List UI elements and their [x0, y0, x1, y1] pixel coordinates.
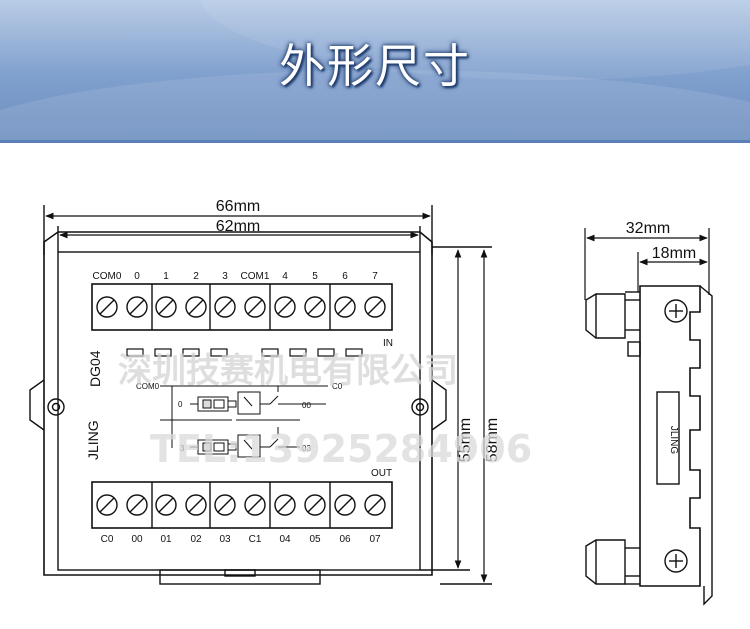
- screw-icon: [244, 296, 266, 318]
- screw-icon: [664, 299, 688, 323]
- watermark-company: 深圳技赛机电有限公司: [118, 351, 458, 391]
- terminal-label: 1: [163, 271, 169, 282]
- led-indicator: [345, 348, 363, 357]
- led-indicators: [126, 348, 363, 357]
- screw-icon: [214, 296, 236, 318]
- dim-outer-width: 66mm: [216, 198, 260, 215]
- schematic-com-label: COM0: [136, 382, 160, 391]
- schematic-out00-label: 00: [302, 401, 311, 410]
- screw-icon: [274, 494, 296, 516]
- side-brand-label: JLING: [668, 426, 679, 455]
- schematic-out03-label: 03: [302, 444, 311, 453]
- schematic-in0-label: 0: [178, 400, 183, 409]
- led-indicator: [182, 348, 200, 357]
- terminal-label: 03: [219, 534, 231, 545]
- terminal-label: 00: [131, 534, 143, 545]
- model-label: DG04: [87, 350, 103, 387]
- screw-icon: [96, 296, 118, 318]
- terminal-label: 2: [193, 271, 199, 282]
- terminal-label: 04: [279, 534, 291, 545]
- screw-icon: [274, 296, 296, 318]
- dim-inner-depth: 18mm: [652, 245, 696, 262]
- led-indicator: [317, 348, 335, 357]
- led-indicator: [210, 348, 228, 357]
- terminal-label: COM0: [93, 271, 122, 282]
- out-label: OUT: [371, 468, 392, 479]
- watermark-phone: TEL:13925284906: [150, 427, 532, 471]
- dim-inner-height: 55mm: [457, 418, 474, 462]
- terminal-label: 4: [282, 271, 288, 282]
- dim-inner-width: 62mm: [216, 218, 260, 235]
- schematic-c0-label: C0: [332, 382, 343, 391]
- screw-icon: [304, 296, 326, 318]
- terminal-label: C0: [101, 534, 114, 545]
- led-indicator: [154, 348, 172, 357]
- screw-icon: [304, 494, 326, 516]
- screw-icon: [664, 549, 688, 573]
- terminal-label: 05: [309, 534, 321, 545]
- screw-icon: [185, 494, 207, 516]
- screw-icon: [155, 494, 177, 516]
- screw-icon: [334, 296, 356, 318]
- dimension-lines: [45, 212, 710, 583]
- terminal-label: 6: [342, 271, 348, 282]
- screw-icon: [214, 494, 236, 516]
- terminal-label: C1: [249, 534, 262, 545]
- screw-icon: [185, 296, 207, 318]
- terminal-label: 0: [134, 271, 140, 282]
- screw-icon: [126, 296, 148, 318]
- terminal-label: 7: [372, 271, 378, 282]
- screw-icon: [244, 494, 266, 516]
- screw-icon: [96, 494, 118, 516]
- led-indicator: [289, 348, 307, 357]
- terminal-screws: [96, 296, 386, 516]
- front-view: [29, 205, 492, 585]
- page-title: 外形尺寸: [279, 40, 471, 92]
- terminal-label: 5: [312, 271, 318, 282]
- screw-icon: [155, 296, 177, 318]
- led-indicator: [261, 348, 279, 357]
- screw-icon: [364, 296, 386, 318]
- terminal-label: 01: [160, 534, 172, 545]
- dim-outer-height: 58mm: [484, 418, 501, 462]
- in-label: IN: [383, 338, 393, 349]
- terminal-label: 02: [190, 534, 202, 545]
- schematic-in3-label: 3: [180, 444, 185, 453]
- terminal-label: 3: [222, 271, 228, 282]
- terminal-label: 06: [339, 534, 351, 545]
- brand-label: JLING: [85, 420, 101, 460]
- screw-icon: [334, 494, 356, 516]
- schematic: [160, 385, 328, 458]
- terminal-label: COM1: [241, 271, 270, 282]
- led-indicator: [126, 348, 144, 357]
- side-screws: [664, 299, 688, 573]
- title-banner: 外形尺寸: [0, 0, 750, 143]
- screw-icon: [126, 494, 148, 516]
- side-view: [585, 285, 713, 606]
- dim-depth: 32mm: [626, 220, 670, 237]
- terminal-label: 07: [369, 534, 381, 545]
- screw-icon: [364, 494, 386, 516]
